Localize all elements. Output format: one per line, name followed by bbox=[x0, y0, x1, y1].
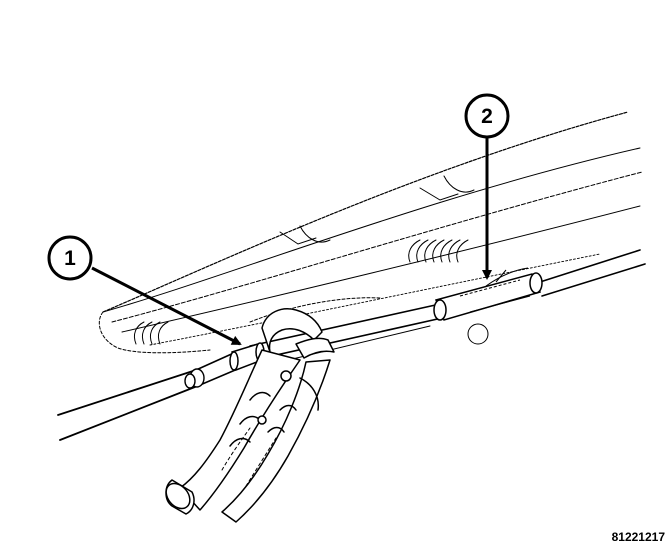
callout-2: 2 bbox=[464, 93, 510, 139]
brake-cable bbox=[57, 249, 646, 441]
callout-1-label: 1 bbox=[64, 247, 76, 270]
grommet bbox=[467, 323, 489, 345]
vehicle-body-panel bbox=[98, 111, 643, 354]
locking-pliers bbox=[165, 308, 335, 523]
callout-1: 1 bbox=[47, 235, 93, 281]
figure-id: 81221217 bbox=[612, 530, 666, 543]
leader-arrow-1 bbox=[91, 266, 242, 346]
cable-end-fitting bbox=[184, 368, 205, 389]
cable-connector bbox=[433, 267, 543, 321]
callout-2-label: 2 bbox=[481, 105, 493, 128]
